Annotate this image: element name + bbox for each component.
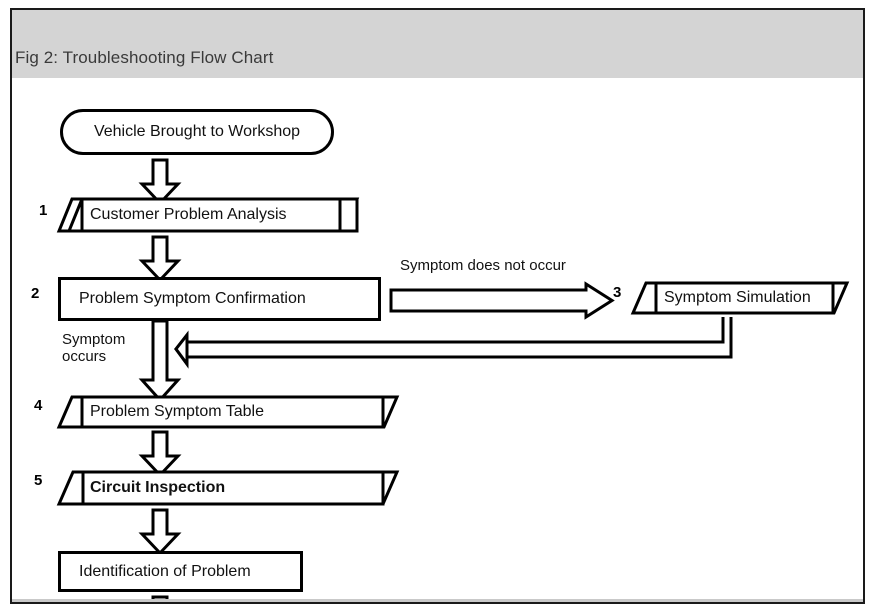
node-step4-parallelogram[interactable]: Problem Symptom Table <box>56 395 400 429</box>
node-step2-label: Problem Symptom Confirmation <box>79 290 306 307</box>
edge-step3-to-step2-line-arrow-return <box>174 317 733 369</box>
node-step3-parallelogram[interactable]: Symptom Simulation <box>630 281 850 315</box>
edge-step1-to-step2-block-arrow-down <box>138 235 182 283</box>
step-number-5: 5 <box>34 472 43 489</box>
figure-caption-bar: Fig 2: Troubleshooting Flow Chart <box>12 10 863 78</box>
edge-step2-to-step3-block-arrow-right <box>389 281 615 320</box>
node-start-label: Vehicle Brought to Workshop <box>93 123 301 140</box>
step1-shape <box>56 197 360 233</box>
flowchart-canvas: Vehicle Brought to Workshop 1 Customer P… <box>12 78 863 602</box>
node-step1-parallelogram[interactable]: Customer Problem Analysis <box>56 197 360 233</box>
figure-caption-text: Fig 2: Troubleshooting Flow Chart <box>15 48 274 67</box>
node-step1-label: Customer Problem Analysis <box>90 206 287 223</box>
figure-bottom-cutoff-strip <box>12 599 863 602</box>
node-step6-rectangle[interactable]: Identification of Problem <box>58 551 303 592</box>
edge-start-to-step1-block-arrow-down <box>138 158 182 206</box>
edge-label-symptom-occurs-line1: Symptom <box>62 331 126 348</box>
figure-border: Fig 2: Troubleshooting Flow Chart Vehicl… <box>10 8 865 604</box>
step-number-4: 4 <box>34 397 43 414</box>
step-number-2: 2 <box>31 285 40 302</box>
edge-label-symptom-occurs-line2: occurs <box>62 348 107 365</box>
node-start-terminator[interactable]: Vehicle Brought to Workshop <box>60 109 334 155</box>
node-step5-label: Circuit Inspection <box>90 479 226 496</box>
node-step3-label: Symptom Simulation <box>664 289 811 306</box>
node-step4-label: Problem Symptom Table <box>90 403 264 420</box>
step-number-3: 3 <box>613 284 622 301</box>
edge-label-symptom-does-not-occur: Symptom does not occur <box>400 257 566 274</box>
step3-shape <box>630 281 850 315</box>
step5-shape <box>56 470 400 506</box>
node-step5-parallelogram[interactable]: Circuit Inspection <box>56 470 400 506</box>
edge-step2-to-step4-block-arrow-down <box>138 319 182 403</box>
step4-shape <box>56 395 400 429</box>
edge-step4-to-step5-block-arrow-down <box>138 430 182 478</box>
node-step2-rectangle[interactable]: Problem Symptom Confirmation <box>58 277 381 321</box>
node-step6-label: Identification of Problem <box>79 562 251 580</box>
edge-step5-to-step6-block-arrow-down <box>138 508 182 556</box>
step-number-1: 1 <box>39 202 48 219</box>
